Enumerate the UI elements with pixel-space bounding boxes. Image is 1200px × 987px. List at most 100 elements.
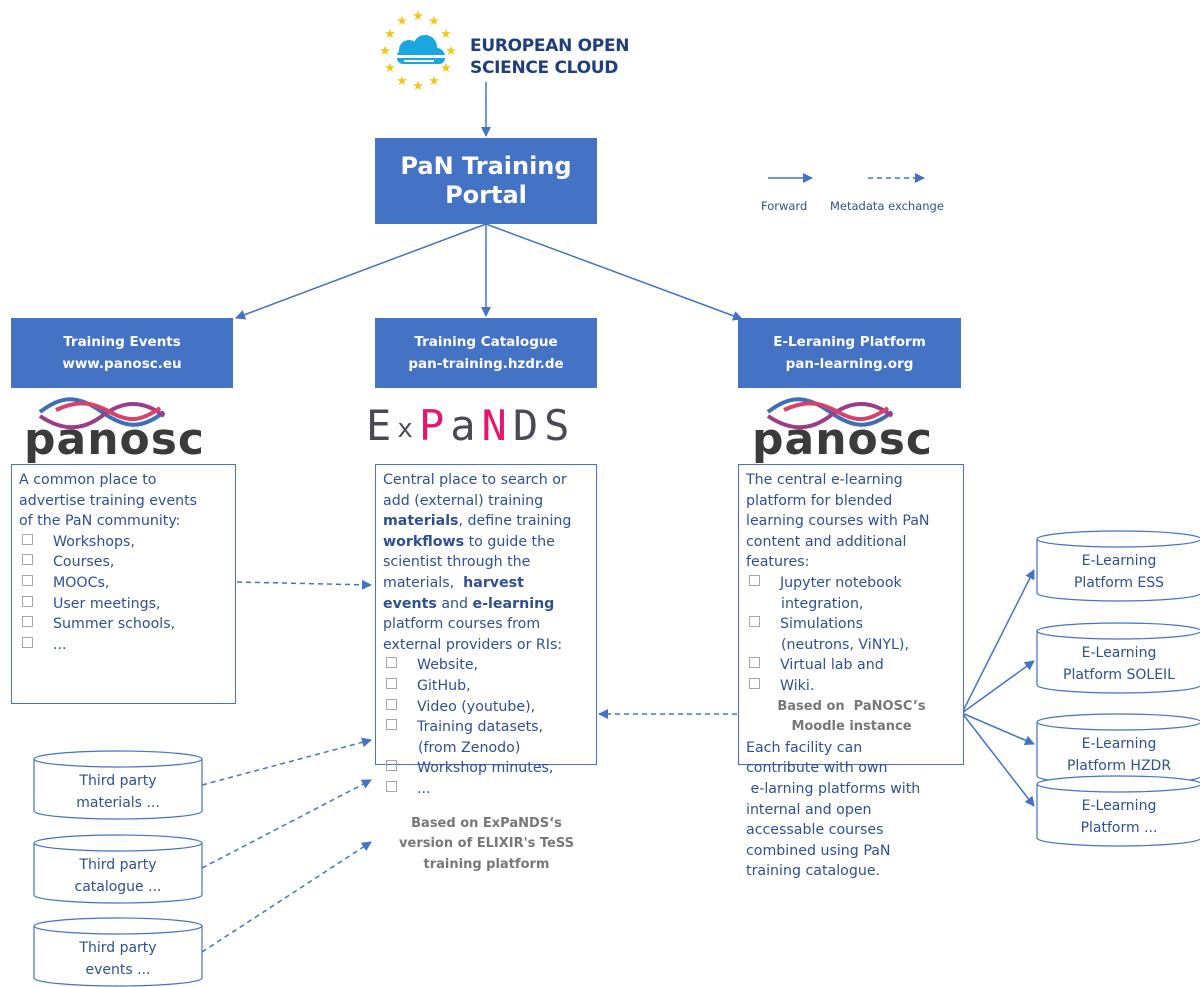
svg-text:★: ★ <box>384 27 396 42</box>
third-events-to-catalogue-dashed-arrow <box>201 841 372 953</box>
database-cylinder-icon <box>1036 622 1200 694</box>
catalogue-spacer <box>383 800 590 814</box>
svg-text:★: ★ <box>396 74 408 89</box>
events-panel: A common place to advertise training eve… <box>11 464 236 704</box>
checkbox-icon <box>22 595 33 607</box>
portal-to-elearning-arrow <box>485 223 743 321</box>
elearning-item-text: Virtual lab and <box>780 657 884 674</box>
elearning-to-hzdr-arrow <box>961 712 1035 746</box>
cylinder-label-line: Platform ESS <box>1073 575 1165 591</box>
eu-stars-icon: ★ ★ ★ ★ ★ ★ ★ ★ ★ ★ ★ ★ <box>379 9 457 94</box>
catalogue-item-text: GitHub, <box>417 677 471 694</box>
catalogue-item-continuation: (from Zenodo) <box>418 739 521 756</box>
catalogue-desc-line: Central place to search or <box>383 472 567 488</box>
platform-other-cylinder: E-Learning Platform ... <box>1036 775 1200 847</box>
expands-logo: ExPaNDS <box>366 403 616 452</box>
catalogue-item-text: Workshop minutes, <box>417 760 554 777</box>
catalogue-based-line: version of ELIXIR's TeSS <box>399 836 574 852</box>
events-item-text: MOOCs, <box>53 574 110 591</box>
elearning-outro-line: e-larning platforms with <box>746 780 921 797</box>
cylinder-label: E-Learning Platform ... <box>1036 795 1200 839</box>
elearning-based-line: Based on PaNOSC’s <box>777 698 926 714</box>
elearning-to-ess-arrow <box>961 569 1035 714</box>
catalogue-item-text: Training datasets, <box>417 719 544 736</box>
cylinder-label-line: Platform HZDR <box>1066 758 1172 774</box>
expands-letter-s: S <box>544 401 576 450</box>
catalogue-desc-text: , define training <box>458 513 572 530</box>
elearning-list-item: Jupyter notebook <box>746 573 957 594</box>
catalogue-panel: Central place to search or add (external… <box>375 464 597 872</box>
cylinder-label: Third party events ... <box>33 937 203 981</box>
eosc-logo-text: EUROPEAN OPEN SCIENCE CLOUD <box>470 35 629 79</box>
cylinder-label-line: E-Learning <box>1081 736 1157 752</box>
events-item-text: Summer schools, <box>53 616 176 633</box>
svg-text:★: ★ <box>428 14 440 29</box>
cylinder-label-line: E-Learning <box>1081 553 1157 569</box>
cylinder-label-line: Platform ... <box>1080 820 1158 836</box>
expands-letter-a: a <box>450 401 482 450</box>
events-intro-line: advertise training events <box>19 492 198 509</box>
events-list-item: ... <box>19 635 229 656</box>
cylinder-label-line: events ... <box>85 962 151 978</box>
cylinder-label: E-Learning Platform SOLEIL <box>1036 642 1200 686</box>
legend-forward-label: Forward <box>761 199 808 213</box>
catalogue-desc-text: and <box>436 595 473 612</box>
eosc-line2: SCIENCE CLOUD <box>470 58 619 78</box>
database-cylinder-icon <box>33 917 203 987</box>
elearning-intro-line: The central e-learning <box>746 472 903 488</box>
cylinder-label: E-Learning Platform HZDR <box>1036 733 1200 777</box>
third-catalogue-to-catalogue-dashed-arrow <box>201 779 372 869</box>
catalogue-list-item: GitHub, <box>383 676 590 697</box>
catalogue-list-item: Website, <box>383 655 590 676</box>
catalogue-desc-line: materials, define training <box>383 511 590 532</box>
checkbox-icon <box>386 698 397 710</box>
elearning-list-item: Virtual lab and <box>746 655 957 676</box>
elearning-to-soleil-arrow <box>961 660 1035 714</box>
expands-letter-p: P <box>418 401 451 450</box>
expands-letter-n: N <box>481 401 513 450</box>
elearning-to-other-arrow <box>961 712 1035 807</box>
cylinder-label-line: E-Learning <box>1081 798 1157 814</box>
third-party-materials-cylinder: Third party materials ... <box>33 750 203 820</box>
elearning-outro-line: combined using PaN <box>746 842 891 859</box>
events-list-item: User meetings, <box>19 594 229 615</box>
catalogue-keyword-materials: materials <box>383 513 459 530</box>
cylinder-label-line: Third party <box>79 940 157 956</box>
catalogue-desc-line: add (external) training <box>383 492 544 509</box>
checkbox-icon <box>386 760 397 772</box>
events-list-item: Summer schools, <box>19 614 229 635</box>
database-cylinder-icon <box>1036 530 1200 602</box>
events-header: Training Events www.panosc.eu <box>11 318 233 388</box>
events-title: Training Events <box>63 334 181 350</box>
catalogue-desc-text: materials, <box>383 574 464 591</box>
catalogue-keyword-elearning: e-learning <box>472 595 555 612</box>
database-cylinder-icon <box>1036 713 1200 785</box>
elearning-item-text: Wiki. <box>780 677 815 694</box>
elearning-outro-line: Each facility can <box>746 739 863 756</box>
catalogue-desc-text: to guide the <box>464 533 555 550</box>
events-intro-line: of the PaN community: <box>19 513 181 530</box>
elearning-outro-line: accessable courses <box>746 822 884 839</box>
events-list-item: Courses, <box>19 552 229 573</box>
catalogue-item-text: Video (youtube), <box>417 698 536 715</box>
svg-text:★: ★ <box>428 74 440 89</box>
cylinder-label-line: catalogue ... <box>74 879 162 895</box>
catalogue-list-item: Workshop minutes, <box>383 758 590 779</box>
elearning-intro-line: features: <box>746 554 810 571</box>
elearning-outro-line: contribute with own <box>746 760 888 777</box>
checkbox-icon <box>386 657 397 669</box>
catalogue-list-item: Video (youtube), <box>383 697 590 718</box>
cylinder-label-line: E-Learning <box>1081 645 1157 661</box>
platform-hzdr-cylinder: E-Learning Platform HZDR <box>1036 713 1200 785</box>
catalogue-list-item: Training datasets, <box>383 717 590 738</box>
third-party-events-cylinder: Third party events ... <box>33 917 203 987</box>
cylinder-label-line: Platform SOLEIL <box>1063 667 1175 683</box>
catalogue-title: Training Catalogue <box>414 334 558 350</box>
elearning-item-continuation: integration, <box>781 595 864 612</box>
catalogue-desc-line: materials, harvest <box>383 573 590 594</box>
events-item-text: Workshops, <box>53 533 135 550</box>
eosc-cloud-icon <box>397 35 445 64</box>
catalogue-desc-line: platform courses from <box>383 616 541 633</box>
